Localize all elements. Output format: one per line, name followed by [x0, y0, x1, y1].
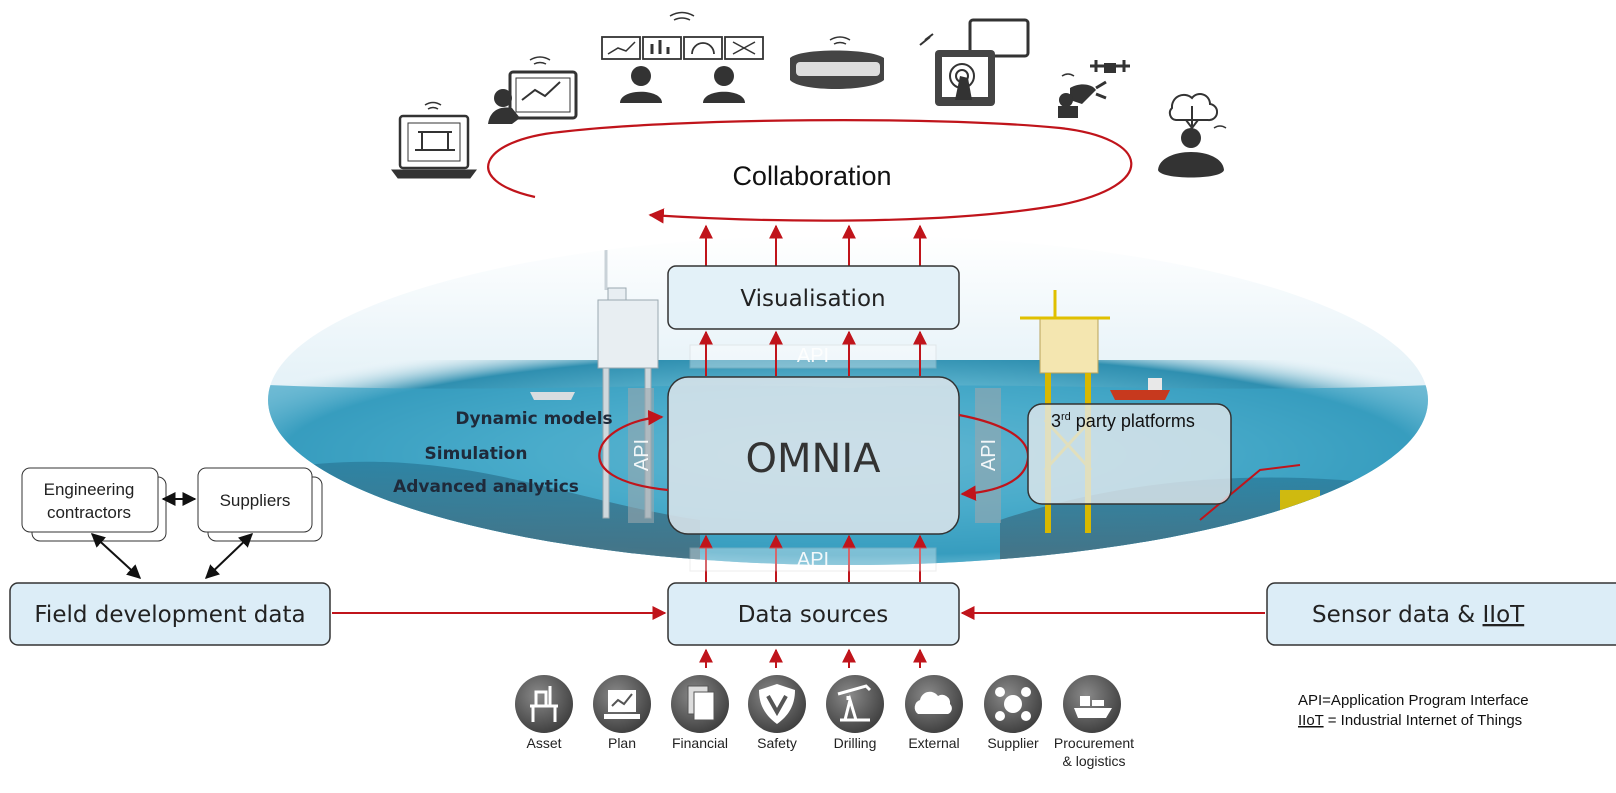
supply-vessel: [530, 378, 1170, 400]
asset-icon: Asset: [515, 675, 573, 751]
suppliers-box: Suppliers: [197, 467, 323, 542]
partner-arrows: [90, 492, 254, 579]
api-bottom-label: API: [797, 549, 829, 571]
sensor-data-label: Sensor data & IIoT: [1312, 602, 1525, 628]
ship-icon: Procurement & logistics: [1054, 675, 1134, 769]
data-sources-layer: Data sources: [667, 582, 960, 646]
api-left-label: API: [631, 439, 653, 471]
api-top-label: API: [797, 345, 829, 367]
capability-dynamic-models: Dynamic models: [455, 409, 612, 429]
vr-headset-icon: [790, 36, 884, 89]
api-layer-bottom: API: [689, 547, 937, 572]
suppliers-label: Suppliers: [220, 491, 291, 510]
omnia-core: OMNIA: [667, 376, 960, 535]
collaboration-ring: Collaboration: [487, 119, 1133, 224]
capability-labels: Dynamic models Simulation Advanced analy…: [393, 409, 613, 497]
safety-icon: Safety: [748, 675, 806, 751]
collaboration-label: Collaboration: [732, 161, 891, 191]
legend-iiot: IIoT = Industrial Internet of Things: [1298, 712, 1522, 729]
financial-icon: Financial: [671, 675, 729, 751]
source-label-supplier: Supplier: [987, 735, 1039, 751]
cloud-user-icon: [1158, 93, 1227, 178]
source-label-financial: Financial: [672, 735, 728, 751]
plan-icon: Plan: [593, 675, 651, 751]
field-development-label: Field development data: [34, 602, 305, 628]
source-label-drilling: Drilling: [834, 735, 877, 751]
engineering-contractors-box: Engineering contractors: [21, 467, 167, 542]
capability-advanced-analytics: Advanced analytics: [393, 477, 579, 497]
sensor-data-box: Sensor data & IIoT: [1266, 582, 1616, 646]
laptop-icon: [391, 101, 477, 179]
engineering-contractors-line2: contractors: [47, 503, 131, 522]
omnia-label: OMNIA: [745, 436, 881, 482]
source-icons: Asset Plan Financial Safety Dril: [515, 675, 1134, 769]
cloud-icon: External: [905, 675, 963, 751]
output-arrows: [699, 224, 927, 266]
source-label-safety: Safety: [757, 735, 797, 751]
visualisation-layer: Visualisation: [667, 265, 960, 330]
data-sources-label: Data sources: [738, 602, 889, 628]
robot-drone-icon: [1058, 60, 1130, 118]
device-icons: [391, 11, 1227, 179]
internal-arrows: [699, 330, 927, 582]
tablet-touch-icon: [488, 56, 578, 124]
source-label-external: External: [908, 735, 959, 751]
source-label-asset: Asset: [526, 735, 561, 751]
capability-simulation: Simulation: [425, 444, 528, 464]
source-arrows: [699, 648, 927, 668]
source-label-logistics: & logistics: [1062, 753, 1125, 769]
abbreviation-legend: API=Application Program Interface IIoT =…: [1298, 692, 1529, 729]
supplier-network-icon: Supplier: [984, 675, 1042, 751]
drilling-icon: Drilling: [826, 675, 884, 751]
touch-tablet-icon: [919, 18, 1030, 106]
third-party-platforms: 3rd party platforms: [1027, 403, 1232, 505]
dashboard-users-icon: [601, 11, 764, 103]
third-party-label: 3rd party platforms: [1051, 411, 1195, 431]
field-development-box: Field development data: [9, 582, 331, 646]
api-right-label: API: [978, 439, 1000, 471]
api-layer-right: API: [975, 388, 1001, 523]
legend-api: API=Application Program Interface: [1298, 692, 1529, 709]
api-layer-left: API: [628, 388, 654, 523]
source-label-plan: Plan: [608, 735, 636, 751]
visualisation-label: Visualisation: [740, 286, 885, 312]
engineering-contractors-line1: Engineering: [44, 480, 135, 499]
api-layer-top: API: [689, 344, 937, 369]
source-label-procurement: Procurement: [1054, 735, 1134, 751]
